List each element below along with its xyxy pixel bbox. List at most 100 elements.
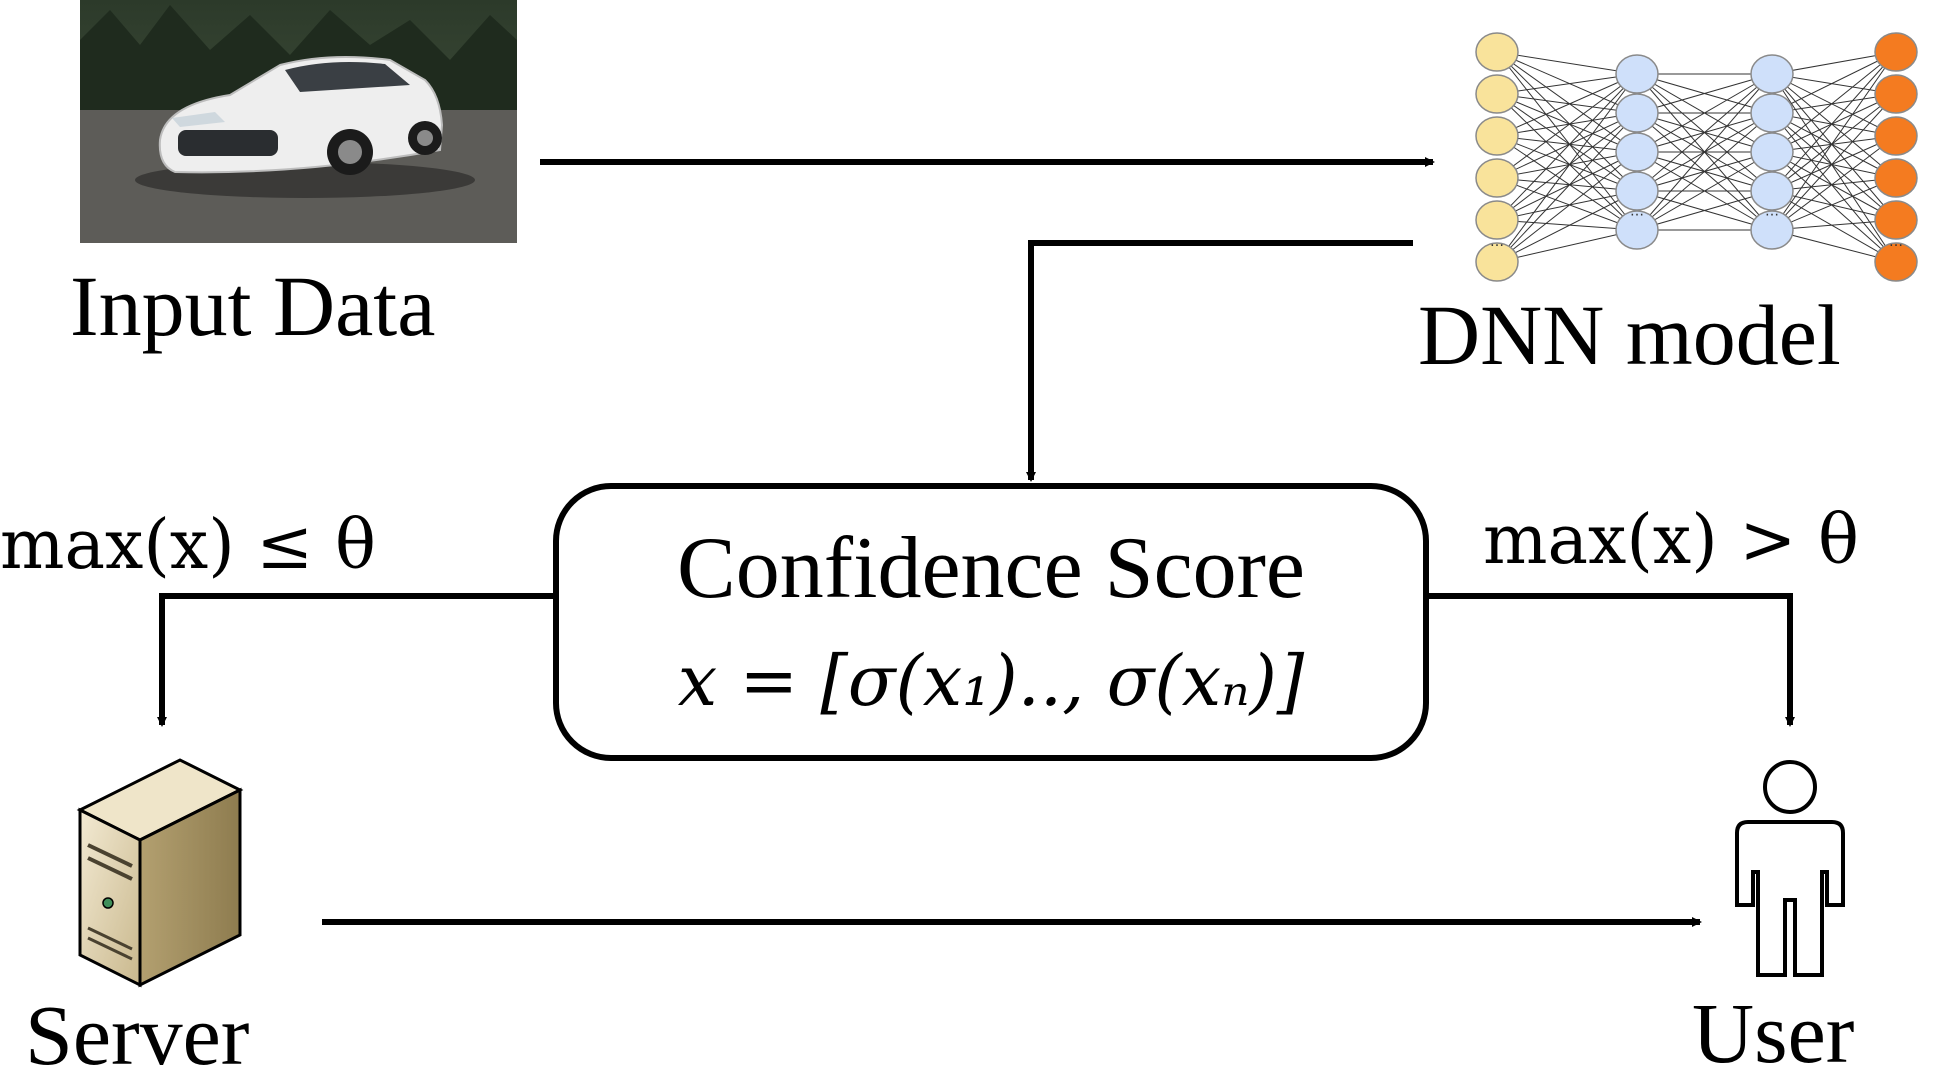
network-node <box>1615 132 1659 172</box>
network-connection <box>1496 93 1638 192</box>
confidence-score-box <box>553 483 1429 761</box>
condition-low-confidence: max(x) ≤ θ <box>0 506 376 585</box>
network-node <box>1750 132 1794 172</box>
network-node <box>1874 158 1918 198</box>
dnn-model-label: DNN model <box>1418 287 1841 383</box>
network-connection <box>1636 151 1773 231</box>
network-node <box>1475 32 1519 72</box>
network-connection <box>1771 112 1897 179</box>
network-ellipsis: … <box>1765 204 1779 220</box>
arrow-confidence-to-user <box>1427 593 1795 727</box>
network-connection <box>1771 135 1897 192</box>
network-connection <box>1496 177 1638 231</box>
network-node <box>1615 210 1659 250</box>
network-connection <box>1496 93 1638 114</box>
network-connection <box>1496 135 1638 153</box>
network-node <box>1750 210 1794 250</box>
network-connection <box>1771 51 1897 192</box>
server-label: Server <box>25 987 249 1083</box>
network-connection <box>1496 93 1638 231</box>
network-connection <box>1771 112 1897 263</box>
network-connection <box>1771 177 1897 231</box>
network-connection <box>1771 73 1897 137</box>
network-connection <box>1496 51 1638 231</box>
network-connection <box>1771 73 1897 179</box>
arrow-dnn-to-confidence <box>1026 240 1413 482</box>
network-connection <box>1496 112 1638 137</box>
condition-high-confidence: max(x) > θ <box>1483 501 1859 580</box>
network-connection <box>1496 51 1638 192</box>
network-connection <box>1771 112 1897 221</box>
network-node <box>1615 93 1659 133</box>
user-label: User <box>1692 985 1854 1081</box>
network-node <box>1874 32 1918 72</box>
user-icon <box>1735 760 1845 977</box>
network-node <box>1475 116 1519 156</box>
confidence-score-formula: x = [σ(x₁).., σ(xₙ)] <box>678 640 1305 722</box>
network-connection <box>1771 51 1897 114</box>
network-connection <box>1636 73 1773 231</box>
dnn-network-icon: … … … … <box>1475 32 1918 282</box>
network-connection <box>1496 51 1638 114</box>
network-node <box>1874 74 1918 114</box>
network-connection <box>1496 190 1638 263</box>
arrow-confidence-to-server <box>157 593 556 727</box>
network-connection <box>1496 151 1638 221</box>
network-connection <box>1496 73 1638 221</box>
network-connection <box>1636 73 1773 153</box>
network-ellipsis: … <box>1490 234 1504 250</box>
network-connection <box>1636 73 1773 192</box>
network-connection <box>1771 51 1897 231</box>
network-connection <box>1496 135 1638 192</box>
network-connection <box>1636 190 1773 231</box>
network-connection <box>1496 51 1638 75</box>
network-connection <box>1636 73 1773 114</box>
network-connection <box>1496 112 1638 179</box>
network-node <box>1475 74 1519 114</box>
network-connection <box>1496 219 1638 231</box>
server-icon <box>76 758 244 988</box>
network-connection <box>1496 151 1638 179</box>
network-node <box>1750 54 1794 94</box>
network-connection <box>1771 93 1897 192</box>
network-ellipsis: … <box>1889 234 1903 250</box>
network-node <box>1615 54 1659 94</box>
network-node <box>1475 242 1519 282</box>
confidence-score-title: Confidence Score <box>677 520 1305 617</box>
network-connection <box>1771 73 1897 263</box>
network-connection <box>1496 51 1638 153</box>
network-connection <box>1771 51 1897 153</box>
input-car-image <box>80 0 517 243</box>
network-node <box>1750 93 1794 133</box>
network-connection <box>1771 135 1897 231</box>
network-connection <box>1496 73 1638 263</box>
network-node <box>1874 242 1918 282</box>
network-connection <box>1496 135 1638 231</box>
network-node <box>1750 171 1794 211</box>
network-connection <box>1496 73 1638 95</box>
network-node <box>1615 171 1659 211</box>
network-connection <box>1771 93 1897 231</box>
network-node <box>1874 200 1918 240</box>
network-connection <box>1496 73 1638 179</box>
network-connection <box>1496 190 1638 221</box>
network-node <box>1874 116 1918 156</box>
network-ellipsis: … <box>1630 204 1644 220</box>
network-connection <box>1496 177 1638 192</box>
network-node <box>1475 200 1519 240</box>
network-connection <box>1771 93 1897 153</box>
network-connection <box>1496 93 1638 153</box>
network-connection <box>1496 151 1638 263</box>
network-connection <box>1636 112 1773 231</box>
network-connection <box>1496 112 1638 221</box>
input-data-label: Input Data <box>70 258 435 354</box>
network-connection <box>1496 73 1638 137</box>
network-connection <box>1771 151 1897 263</box>
network-connection <box>1771 73 1897 221</box>
network-connection <box>1771 151 1897 221</box>
network-node <box>1475 158 1519 198</box>
network-connection <box>1771 190 1897 263</box>
network-connection <box>1496 229 1638 263</box>
network-connection <box>1496 112 1638 263</box>
